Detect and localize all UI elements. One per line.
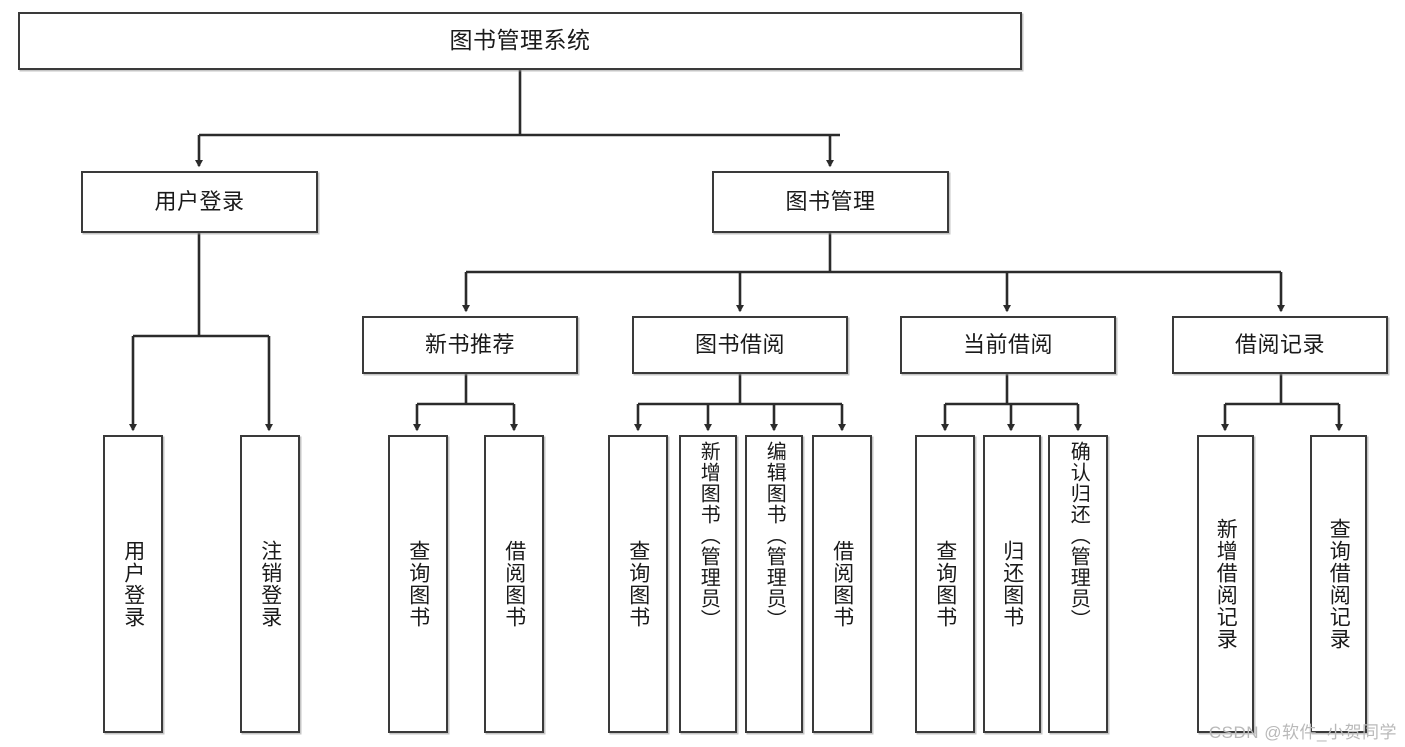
node-leaf-add-record[interactable]: 新增借阅记录: [1197, 435, 1254, 733]
node-label: 当前借阅: [962, 332, 1053, 358]
node-leaf-logout[interactable]: 注销登录: [240, 435, 300, 733]
node-leaf-query-book-3[interactable]: 查询图书: [915, 435, 975, 733]
node-root-system[interactable]: 图书管理系统: [18, 12, 1022, 70]
node-label: 查询借阅记录: [1327, 518, 1351, 650]
node-leaf-query-record[interactable]: 查询借阅记录: [1310, 435, 1367, 733]
node-book-manage[interactable]: 图书管理: [712, 171, 949, 233]
node-leaf-edit-book[interactable]: 编辑图书（管理员）: [745, 435, 803, 733]
node-book-borrow[interactable]: 图书借阅: [632, 316, 848, 374]
node-label: 借阅记录: [1234, 332, 1325, 358]
node-leaf-user-login[interactable]: 用户登录: [103, 435, 163, 733]
node-leaf-borrow-book-2[interactable]: 借阅图书: [812, 435, 872, 733]
csdn-watermark: CSDN @软件_小贺同学: [1208, 723, 1397, 742]
node-label: 新增图书（管理员）: [697, 441, 720, 630]
node-label: 查询图书: [406, 540, 430, 628]
node-borrow-record[interactable]: 借阅记录: [1172, 316, 1388, 374]
node-label: 查询图书: [626, 540, 650, 628]
node-leaf-add-book[interactable]: 新增图书（管理员）: [679, 435, 737, 733]
node-leaf-query-book-2[interactable]: 查询图书: [608, 435, 668, 733]
node-label: 注销登录: [258, 540, 282, 628]
node-label: 用户登录: [154, 189, 245, 215]
node-user-login[interactable]: 用户登录: [81, 171, 318, 233]
node-label: 图书管理: [785, 189, 876, 215]
node-label: 新增借阅记录: [1214, 518, 1238, 650]
node-label: 查询图书: [933, 540, 957, 628]
node-label: 用户登录: [121, 540, 145, 628]
node-leaf-query-book-1[interactable]: 查询图书: [388, 435, 448, 733]
node-label: 编辑图书（管理员）: [763, 441, 786, 630]
node-label: 归还图书: [1000, 540, 1024, 628]
node-current-borrow[interactable]: 当前借阅: [900, 316, 1116, 374]
node-leaf-borrow-book-1[interactable]: 借阅图书: [484, 435, 544, 733]
node-leaf-return-book[interactable]: 归还图书: [983, 435, 1041, 733]
node-label: 借阅图书: [830, 540, 854, 628]
node-new-book-recommend[interactable]: 新书推荐: [362, 316, 578, 374]
node-label: 新书推荐: [424, 332, 515, 358]
node-label: 确认归还（管理员）: [1067, 441, 1090, 630]
node-leaf-confirm-return[interactable]: 确认归还（管理员）: [1048, 435, 1108, 733]
node-label: 图书借阅: [694, 332, 785, 358]
node-label: 图书管理系统: [449, 27, 591, 54]
node-label: 借阅图书: [502, 540, 526, 628]
